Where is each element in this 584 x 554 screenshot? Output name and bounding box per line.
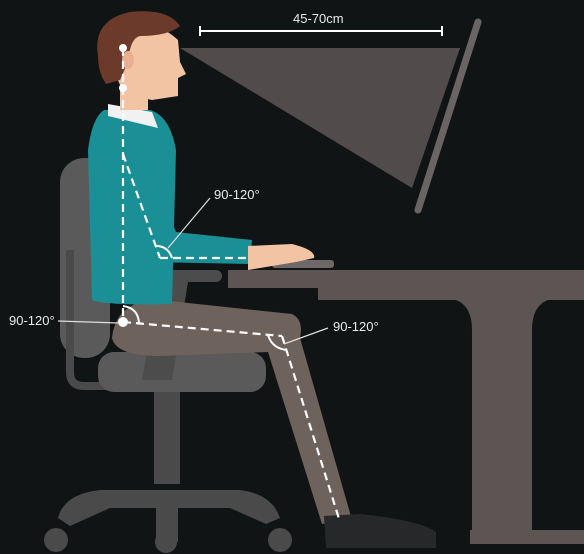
chair-column — [154, 392, 180, 484]
desk-foot — [470, 530, 584, 544]
neck-joint-dot — [119, 84, 127, 92]
head-joint-dot — [119, 44, 127, 52]
distance-indicator — [200, 26, 442, 36]
desk — [228, 270, 584, 544]
hip-joint-dot — [118, 317, 128, 327]
chair-wheel-left — [44, 528, 68, 552]
hip-angle-label: 90-120° — [9, 314, 55, 327]
distance-label: 45-70cm — [293, 12, 344, 25]
shoe — [324, 514, 436, 548]
desk-top — [228, 270, 584, 288]
monitor-screen-view-cone — [180, 48, 460, 188]
chair-seat — [98, 352, 266, 392]
chair-wheel-center — [155, 531, 177, 553]
monitor — [180, 22, 478, 210]
elbow-angle-label: 90-120° — [214, 188, 260, 201]
chair-wheel-right — [268, 528, 292, 552]
knee-angle-label: 90-120° — [333, 320, 379, 333]
